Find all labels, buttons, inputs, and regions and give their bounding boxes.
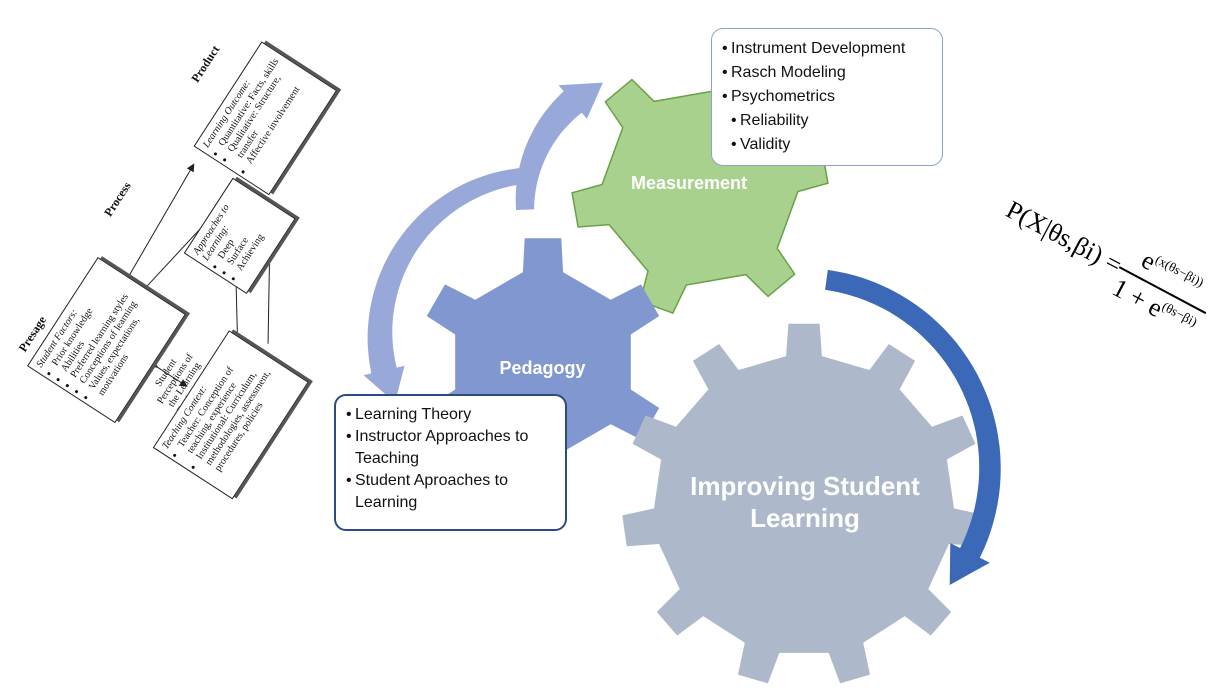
top-cycle-arrow: [515, 82, 603, 210]
topic-learning-theory: Learning Theory: [346, 404, 555, 426]
topic-student-approaches: Student Aproaches to Learning: [346, 470, 555, 514]
connector-student-teaching: [149, 360, 188, 387]
right-cycle-arrow: [825, 269, 1001, 585]
biggs-3p-model: Presage Process Product Student Factors:…: [16, 14, 474, 508]
topic-instrument-development: Instrument Development: [722, 37, 932, 61]
pedagogy-label: Pedagogy: [499, 358, 586, 378]
improving-gear: [622, 323, 986, 684]
topic-rasch-modeling: Rasch Modeling: [722, 61, 932, 85]
left-cycle-arrow: [363, 167, 527, 403]
pedagogy-topics-box: Learning Theory Instructor Approaches to…: [334, 394, 567, 531]
topic-validity: Validity: [731, 133, 932, 157]
measurement-label: Measurement: [630, 173, 748, 193]
topic-psychometrics: Psychometrics: [722, 85, 932, 109]
measurement-topics-box: Instrument Development Rasch Modeling Ps…: [711, 28, 943, 166]
topic-instructor-approaches: Instructor Approaches to Teaching: [346, 426, 555, 470]
topic-reliability: Reliability: [731, 109, 932, 133]
improving-student-learning-label: Improving Student Learning: [690, 471, 920, 533]
